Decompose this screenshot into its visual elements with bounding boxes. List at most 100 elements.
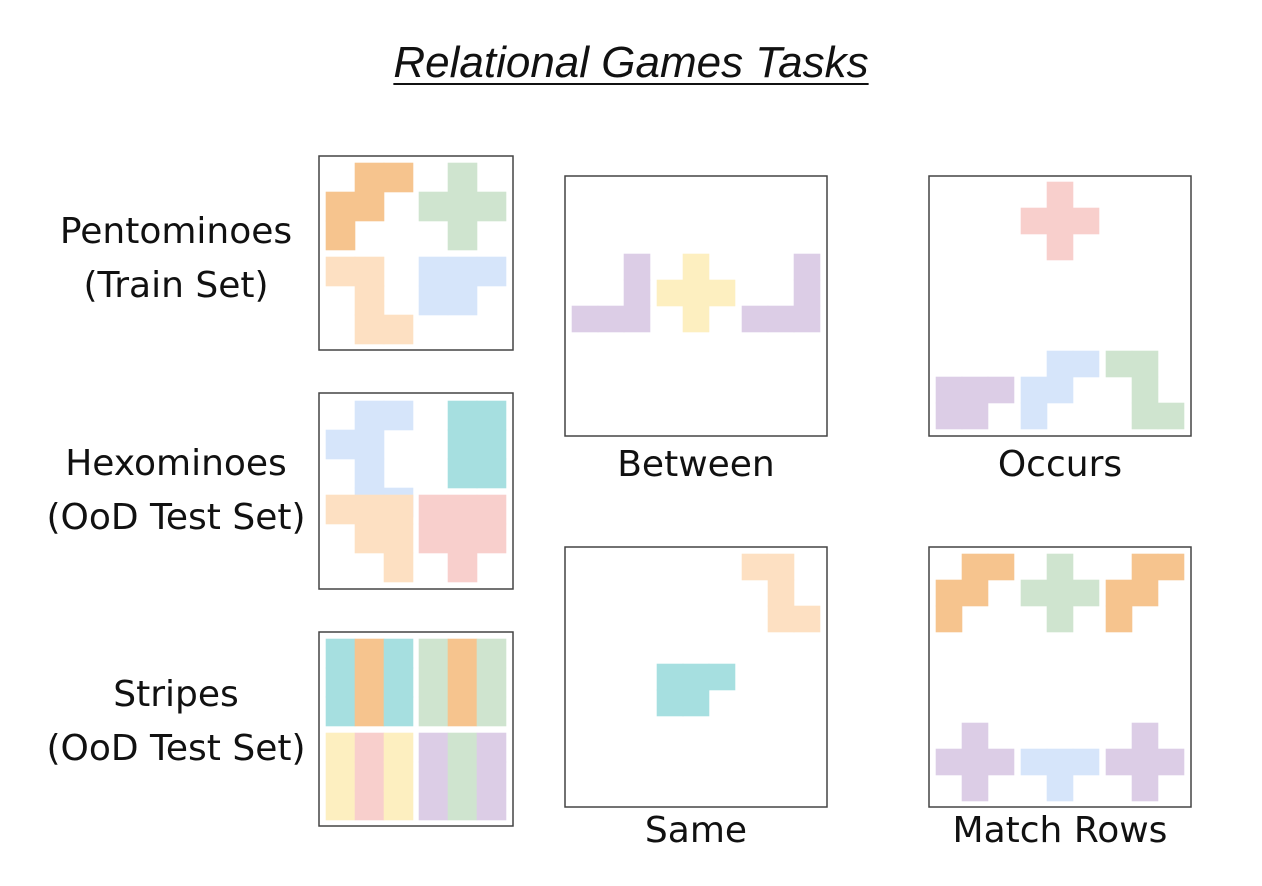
piece-cell (418, 790, 449, 821)
stripe-column (383, 638, 414, 727)
piece-cell (656, 279, 684, 307)
match-top-piece-3 (1105, 553, 1185, 633)
piece-cell (476, 494, 507, 525)
piece-cell (325, 732, 356, 763)
piece-cell (354, 667, 385, 698)
piece-cell (476, 732, 507, 763)
piece-cell (476, 761, 507, 792)
piece-cell (354, 162, 385, 193)
task-caption-same: Same (644, 810, 748, 851)
hexomino-c (325, 494, 414, 583)
piece-cell (476, 790, 507, 821)
piece-cell (476, 429, 507, 460)
piece-cell (682, 279, 710, 307)
piece-cell (961, 579, 989, 607)
piece-cell (741, 553, 769, 581)
same-piece-2 (656, 663, 736, 717)
piece-cell (571, 305, 599, 333)
piece-cell (447, 494, 478, 525)
piece-cell (1046, 605, 1074, 633)
piece-cell (741, 305, 769, 333)
stripe-column (325, 732, 356, 821)
piece-cell (961, 774, 989, 802)
piece-cell (1020, 402, 1048, 430)
piece-cell (476, 523, 507, 554)
piece-cell (682, 689, 710, 717)
stripe-column (476, 732, 507, 821)
piece-cell (325, 761, 356, 792)
piece-cell (447, 256, 478, 287)
set-name: Stripes (113, 674, 239, 715)
piece-cell (682, 253, 710, 281)
piece-cell (1020, 579, 1048, 607)
piece-cell (1157, 748, 1185, 776)
piece-cell (597, 305, 625, 333)
piece-cell (418, 523, 449, 554)
piece-cell (935, 579, 963, 607)
hexominoes-label: Hexominoes (OoD Test Set) (20, 437, 332, 545)
piece-cell (1072, 207, 1100, 235)
piece-cell (383, 638, 414, 669)
piece-cell (354, 429, 385, 460)
piece-cell (383, 552, 414, 583)
piece-cell (1046, 207, 1074, 235)
piece-cell (354, 790, 385, 821)
piece-cell (447, 696, 478, 727)
piece-cell (418, 638, 449, 669)
piece-cell (656, 689, 684, 717)
piece-cell (354, 285, 385, 316)
piece-cell (1105, 350, 1133, 378)
stripe-column (447, 732, 478, 821)
piece-cell (325, 638, 356, 669)
match-top-piece-2 (1020, 553, 1100, 633)
piece-cell (447, 790, 478, 821)
piece-cell (383, 162, 414, 193)
piece-cell (476, 638, 507, 669)
piece-cell (354, 732, 385, 763)
set-subtitle: (Train Set) (83, 265, 269, 306)
piece-cell (623, 253, 651, 281)
piece-cell (447, 191, 478, 222)
piece-cell (767, 553, 795, 581)
piece-cell (961, 402, 989, 430)
piece-cell (383, 732, 414, 763)
piece-cell (447, 162, 478, 193)
set-subtitle: (OoD Test Set) (46, 728, 306, 769)
piece-cell (1020, 376, 1048, 404)
piece-cell (447, 552, 478, 583)
piece-cell (383, 314, 414, 345)
pentominoes-label: Pentominoes (Train Set) (20, 205, 332, 313)
piece-cell (325, 790, 356, 821)
piece-cell (476, 191, 507, 222)
piece-cell (447, 761, 478, 792)
stripe-column (418, 638, 449, 727)
piece-cell (708, 663, 736, 691)
piece-cell (961, 748, 989, 776)
match-top-piece-1 (935, 553, 1015, 633)
task-caption-match-rows: Match Rows (952, 810, 1168, 851)
piece-cell (476, 400, 507, 431)
piece-cell (1072, 579, 1100, 607)
piece-cell (447, 667, 478, 698)
piece-cell (447, 285, 478, 316)
stripes-label: Stripes (OoD Test Set) (20, 668, 332, 776)
pentomino-x (418, 162, 507, 251)
piece-cell (767, 579, 795, 607)
piece-cell (383, 494, 414, 525)
piece-cell (793, 305, 821, 333)
piece-cell (418, 696, 449, 727)
piece-cell (1072, 748, 1100, 776)
piece-cell (1131, 774, 1159, 802)
stripe-column (418, 732, 449, 821)
piece-cell (1131, 722, 1159, 750)
pentomino-p (418, 256, 507, 316)
piece-cell (418, 667, 449, 698)
piece-cell (325, 220, 356, 251)
piece-cell (1046, 579, 1074, 607)
piece-cell (708, 279, 736, 307)
hexomino-d (418, 494, 507, 583)
piece-cell (354, 314, 385, 345)
piece-cell (447, 220, 478, 251)
same-piece-1 (741, 553, 821, 633)
piece-cell (1105, 579, 1133, 607)
